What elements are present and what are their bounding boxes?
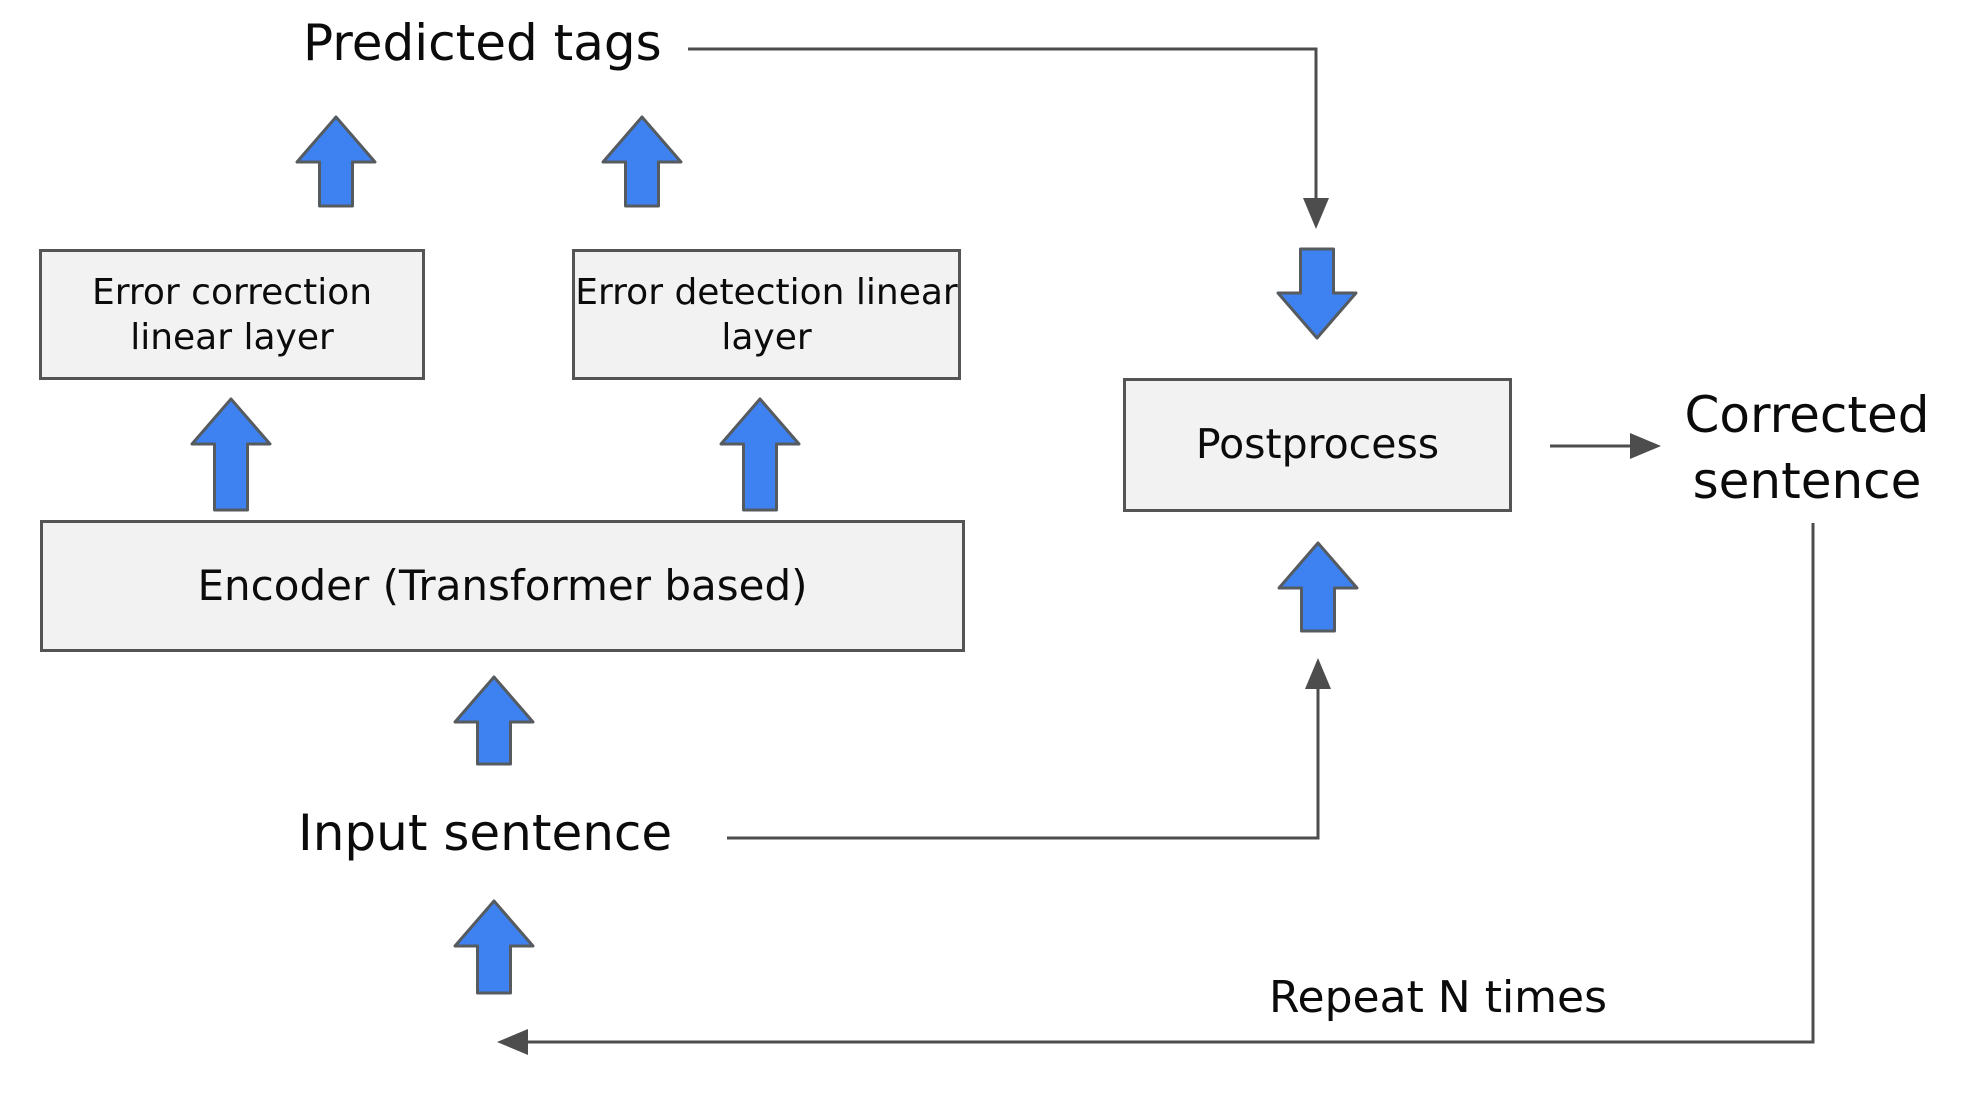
predicted-tags-to-postprocess-line bbox=[688, 47, 1318, 200]
error-correction-linear-layer-box: Error correction linear layer bbox=[39, 249, 425, 380]
input-sentence-label: Input sentence bbox=[298, 804, 673, 862]
encoder-box: Encoder (Transformer based) bbox=[40, 520, 965, 652]
corrected-sentence-label: Corrected sentence bbox=[1684, 386, 1930, 510]
error-correction-linear-layer-label: Error correction linear layer bbox=[91, 271, 373, 358]
up-arrowhead-icon bbox=[1305, 658, 1331, 689]
up-block-arrow-below-input-icon bbox=[453, 899, 535, 995]
up-block-arrow-encoder-to-detection-icon bbox=[719, 397, 801, 512]
predicted-tags-label: Predicted tags bbox=[303, 14, 662, 72]
up-block-arrow-correction-to-tags-icon bbox=[295, 115, 377, 208]
postprocess-label: Postprocess bbox=[1195, 420, 1440, 469]
up-block-arrow-into-postprocess-icon bbox=[1277, 541, 1359, 633]
left-arrowhead-icon bbox=[497, 1029, 528, 1055]
postprocess-box: Postprocess bbox=[1123, 378, 1512, 512]
input-sentence-to-postprocess-line bbox=[727, 686, 1320, 840]
down-block-arrow-tags-to-postprocess-icon bbox=[1276, 247, 1358, 340]
error-detection-linear-layer-label: Error detection linear layer bbox=[575, 271, 958, 358]
error-detection-linear-layer-box: Error detection linear layer bbox=[572, 249, 961, 380]
repeat-n-times-label: Repeat N times bbox=[1268, 972, 1608, 1023]
down-arrowhead-icon bbox=[1303, 198, 1329, 229]
up-block-arrow-encoder-to-correction-icon bbox=[190, 397, 272, 512]
encoder-label: Encoder (Transformer based) bbox=[197, 560, 808, 610]
right-arrowhead-icon bbox=[1630, 433, 1661, 459]
up-block-arrow-input-to-encoder-icon bbox=[453, 675, 535, 766]
up-block-arrow-detection-to-tags-icon bbox=[601, 115, 683, 208]
repeat-loop-line bbox=[525, 523, 1815, 1044]
